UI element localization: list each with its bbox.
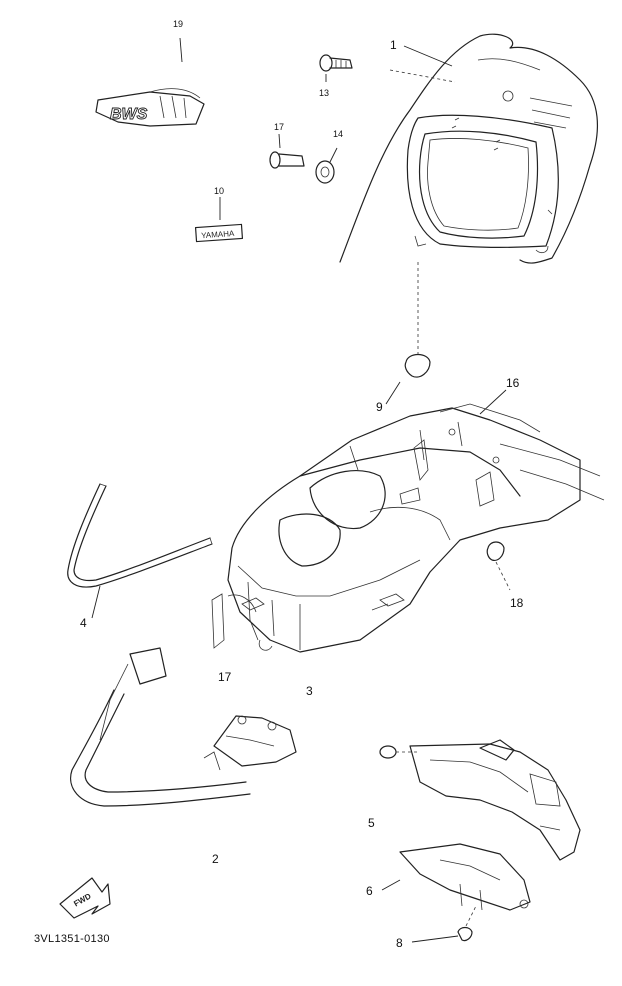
screw-8: [457, 905, 477, 942]
main-under-cover: [211, 403, 605, 653]
callout-2: 2: [212, 852, 219, 866]
front-cover: [339, 33, 599, 264]
clip-9: [404, 262, 431, 378]
grommet-14: [315, 160, 335, 184]
nameplate-text: YAMAHA: [201, 229, 235, 240]
callout-19: 19: [173, 19, 184, 29]
callout-8: 8: [396, 936, 403, 950]
callout-5: 5: [368, 816, 375, 830]
callout-13: 13: [319, 88, 330, 98]
callout-10: 10: [214, 186, 225, 196]
fwd-arrow: FWD: [59, 877, 111, 919]
callout-6: 6: [366, 884, 373, 898]
callout-4: 4: [80, 616, 87, 630]
bracket-6: [399, 843, 531, 911]
bws-emblem: BWS: [95, 88, 205, 127]
callout-16: 16: [506, 376, 520, 390]
callout-14: 14: [333, 129, 344, 139]
screw-13: [319, 54, 353, 72]
callout-17-bottom: 17: [218, 670, 232, 684]
bolt-18: [486, 541, 511, 591]
lower-stay-2: [70, 647, 297, 807]
callout-3: 3: [306, 684, 313, 698]
seal-strip-4: [67, 483, 213, 588]
fwd-text: FWD: [72, 891, 92, 908]
callout-1: 1: [390, 38, 397, 52]
nameplate: YAMAHA: [194, 223, 244, 243]
bolt-17-top: [269, 151, 305, 169]
side-bracket-5: [379, 739, 581, 861]
catalog-code: 3VL1351-0130: [34, 933, 110, 945]
callout-9: 9: [376, 400, 383, 414]
callout-18: 18: [510, 596, 524, 610]
emblem-text: BWS: [110, 106, 148, 123]
callout-17-top: 17: [274, 122, 285, 132]
leader-lines: [91, 37, 507, 943]
